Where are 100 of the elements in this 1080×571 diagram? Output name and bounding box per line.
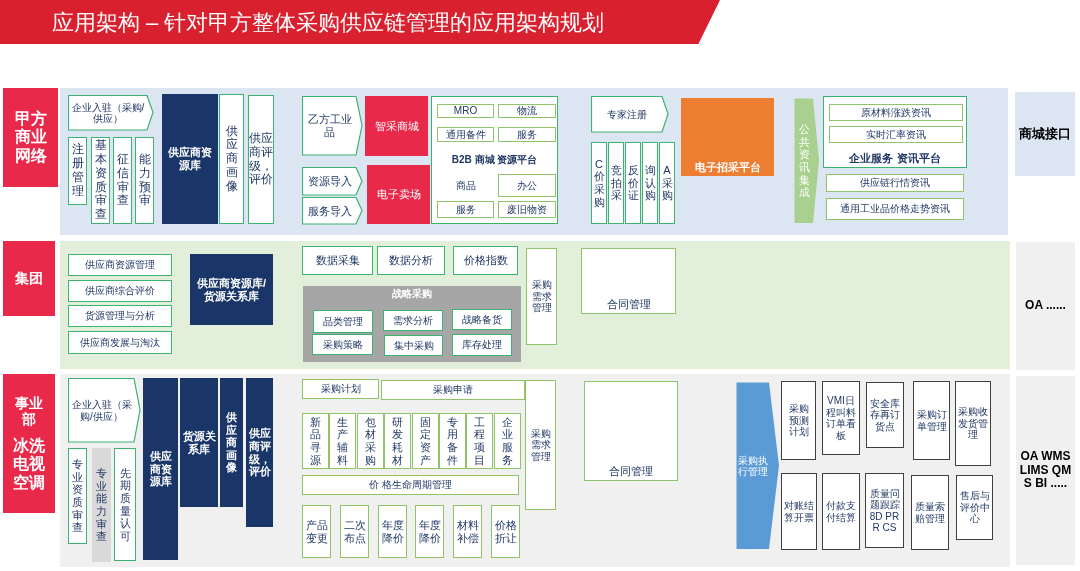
platform-panel [823, 96, 967, 168]
module-box: 包材采购 [356, 413, 384, 469]
module-box: 供应商资源管理 [68, 254, 172, 276]
module-box: 采购需求管理 [526, 248, 557, 345]
module-box: 物流 [498, 104, 556, 118]
title-text: 应用架构 – 针对甲方整体采购供应链管理的应用架构规划 [52, 9, 605, 37]
module-box: VMI日程叫料订单看板 [822, 381, 860, 455]
arrow-box: 服务导入 [302, 197, 363, 225]
module-box: 先期质量认可 [114, 448, 136, 561]
module-box: 供应商发展与淘汰 [68, 331, 172, 354]
module-box: 年度降价 [415, 505, 444, 558]
module-box: 质量索赔管理 [911, 475, 949, 550]
module-box: 供应链行情资讯 [826, 174, 964, 192]
module-box: 实时汇率资讯 [829, 126, 963, 143]
module-box: 新品寻源 [302, 413, 329, 469]
module-box: C价采购 [591, 142, 607, 224]
database-box: 供应商资源库 [162, 94, 218, 224]
module-box: 价格指数 [453, 246, 518, 275]
module-box: 生产辅料 [329, 413, 357, 469]
arrow-box: 企业入驻（采购/供应） [68, 95, 154, 131]
panel-title: 事业部 [14, 394, 44, 427]
database-box: 供应商资源库/货源关系库 [190, 254, 273, 325]
module-box: 专业能力审查 [92, 448, 111, 562]
module-box: 基本资质审查 [91, 137, 110, 224]
module-box: 废旧物资 [498, 201, 556, 218]
module-box: 工程项目 [466, 413, 494, 469]
row-label [3, 374, 55, 513]
module-label: 商品 [437, 174, 494, 197]
panel-title: B2B 商城 资源平台 [451, 154, 538, 166]
module-box: 询认购 [642, 142, 658, 224]
module-box: 库存处理 [452, 334, 512, 356]
band-background [60, 241, 1010, 369]
module-box: 采购预测计划 [781, 381, 816, 460]
module-box: 材料补偿 [453, 505, 482, 558]
module-box: 采购需求管理 [525, 380, 556, 510]
arrow-box: 专家注册 [591, 96, 669, 133]
arrow-box: 企业入驻（采购/供应） [68, 378, 141, 443]
platform-panel [431, 96, 558, 224]
module-box: A采购 [659, 142, 675, 224]
module-box: 采购申请 [381, 380, 525, 400]
module-box: 采购策略 [312, 334, 373, 355]
platform-box: 电子招采平台 [681, 98, 774, 176]
row-label: 甲方商业网络 [3, 88, 58, 187]
module-box: 安全库存再订货点 [866, 382, 904, 448]
band-background [60, 374, 1010, 567]
module-box: 价 格生命周期管理 [302, 475, 519, 495]
arrow-box: 乙方工业品 [302, 96, 363, 156]
group-panel [303, 286, 521, 362]
module-box: 竞拍采 [608, 142, 624, 224]
module-box: 数据采集 [302, 246, 373, 275]
module-box: 征信审查 [113, 137, 132, 224]
module-box: 产品变更 [302, 505, 331, 558]
module-box: 付款支付结算 [822, 473, 860, 550]
module-box: 注册管理 [68, 137, 87, 205]
module-box: 合同管理 [584, 381, 678, 481]
platform-box: 智采商城 [365, 96, 428, 156]
module-box: 专业资质审查 [68, 448, 87, 544]
module-box: MRO [437, 104, 494, 118]
interface-box: 商城接口 [1015, 92, 1075, 176]
arrow-box: 资源导入 [302, 167, 363, 196]
panel-title: 战略采购 [392, 288, 432, 300]
module-box: 原材料涨跌资讯 [829, 104, 963, 121]
database-box: 供应商资源库 [143, 378, 178, 560]
band-background [60, 88, 1008, 235]
module-box: 质量问题跟踪8D PRR CS [865, 473, 904, 548]
module-box: 研发耗材 [384, 413, 412, 469]
module-box: 固定资产 [411, 413, 439, 469]
module-box: 合同管理 [581, 248, 676, 314]
module-box: 战略备货 [452, 309, 512, 330]
module-box: 通用工业品价格走势资讯 [826, 198, 964, 220]
module-box: 采购订单管理 [913, 381, 950, 460]
module-box: 品类管理 [313, 310, 373, 333]
module-box: 数据分析 [377, 246, 445, 275]
module-box: 供应商评级，评价 [248, 95, 274, 224]
database-box: 供应商评级，评价 [246, 378, 273, 527]
module-box: 需求分析 [383, 310, 443, 331]
module-box: 办公 [498, 174, 556, 197]
module-box: 专用备件 [439, 413, 466, 469]
module-box: 反价证 [625, 142, 641, 224]
module-box: 对账结算开票 [781, 473, 817, 550]
interface-box: OA WMS LIMS QMS BI ..... [1016, 376, 1075, 565]
module-box: 供应商画像 [219, 94, 244, 224]
row-label: 集团 [3, 241, 55, 316]
database-box: 货源关系库 [180, 378, 218, 507]
interface-box: OA ...... [1016, 242, 1075, 370]
module-box: 通用备件 [437, 127, 494, 142]
arrow-box: 采购执行管理 [736, 382, 780, 550]
database-box: 供应商画像 [220, 378, 243, 507]
module-box: 采购收发货管理 [955, 381, 991, 466]
module-box: 二次布点 [340, 505, 369, 558]
module-box: 供应商综合评价 [68, 280, 172, 302]
platform-box: 电子卖场 [367, 165, 430, 224]
module-box: 服务 [437, 201, 494, 218]
module-box: 企业服务 [493, 413, 521, 469]
arrow-box: 公共资讯集成 [794, 98, 820, 224]
module-box: 采购计划 [302, 379, 379, 399]
module-box: 集中采购 [384, 335, 443, 356]
module-box: 售后与评价中心 [956, 475, 993, 540]
module-box: 价格折让 [491, 505, 520, 558]
panel-subtitle: 冰洗电视空调 [13, 437, 45, 493]
